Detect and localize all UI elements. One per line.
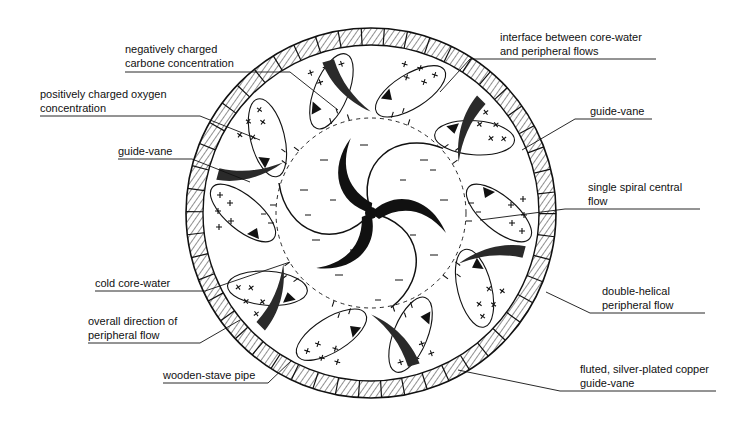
callout-label: guide-vane [118, 144, 198, 158]
callout-label: negatively charged carbone concentration [125, 42, 257, 70]
callout-label: positively charged oxygen concentration [40, 87, 170, 115]
callout-label: double-helical peripheral flow [602, 284, 707, 312]
callout-label: overall direction of peripheral flow [88, 314, 218, 342]
callout-label: interface between core-water and periphe… [500, 30, 655, 58]
callout-label: cold core-water [95, 276, 195, 290]
callout-label: single spiral central flow [588, 180, 698, 208]
callout-label: fluted, silver-plated copper guide-vane [580, 362, 720, 390]
callout-label: wooden-stave pipe [163, 368, 273, 382]
callout-label: guide-vane [590, 104, 670, 118]
